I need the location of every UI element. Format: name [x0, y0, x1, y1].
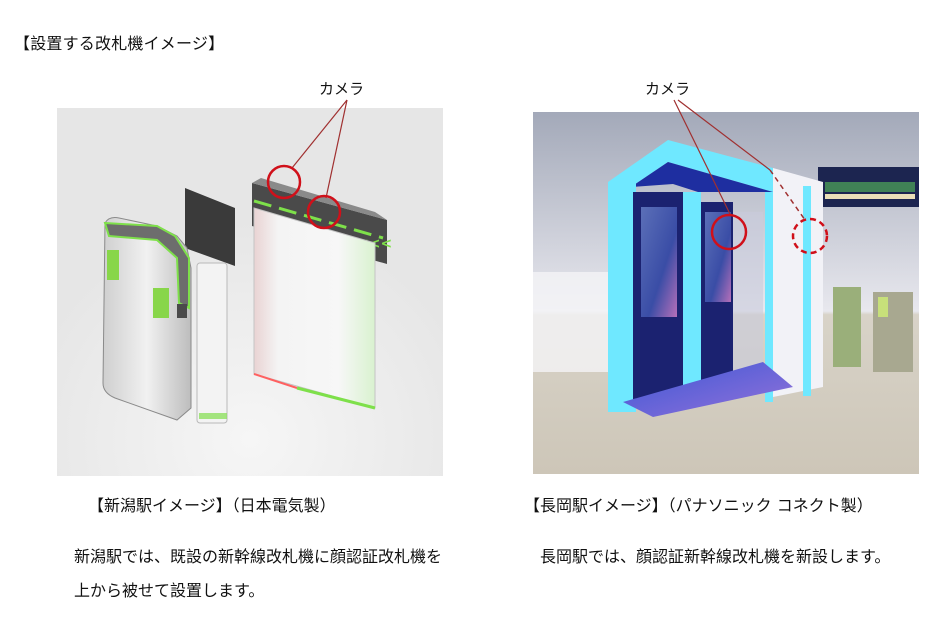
niigata-description: 新潟駅では、既設の新幹線改札機に顔認証改札機を上から被せて設置します。 [74, 547, 443, 600]
nagaoka-gate-illustration [533, 112, 919, 474]
nagaoka-gate-image [533, 112, 919, 474]
niigata-caption: 【新潟駅イメージ】（日本電気製） [88, 496, 336, 515]
page-heading: 【設置する改札機イメージ】 [14, 34, 225, 53]
niigata-gate-illustration: <<< [57, 108, 443, 476]
niigata-gate-image: <<< [57, 108, 443, 476]
nagaoka-description: 長岡駅では、顔認証新幹線改札機を新設します。 [540, 547, 891, 566]
nagaoka-caption: 【長岡駅イメージ】（パナソニック コネクト製） [524, 496, 873, 515]
camera-label-niigata: カメラ [319, 80, 365, 98]
camera-label-nagaoka: カメラ [645, 80, 691, 98]
